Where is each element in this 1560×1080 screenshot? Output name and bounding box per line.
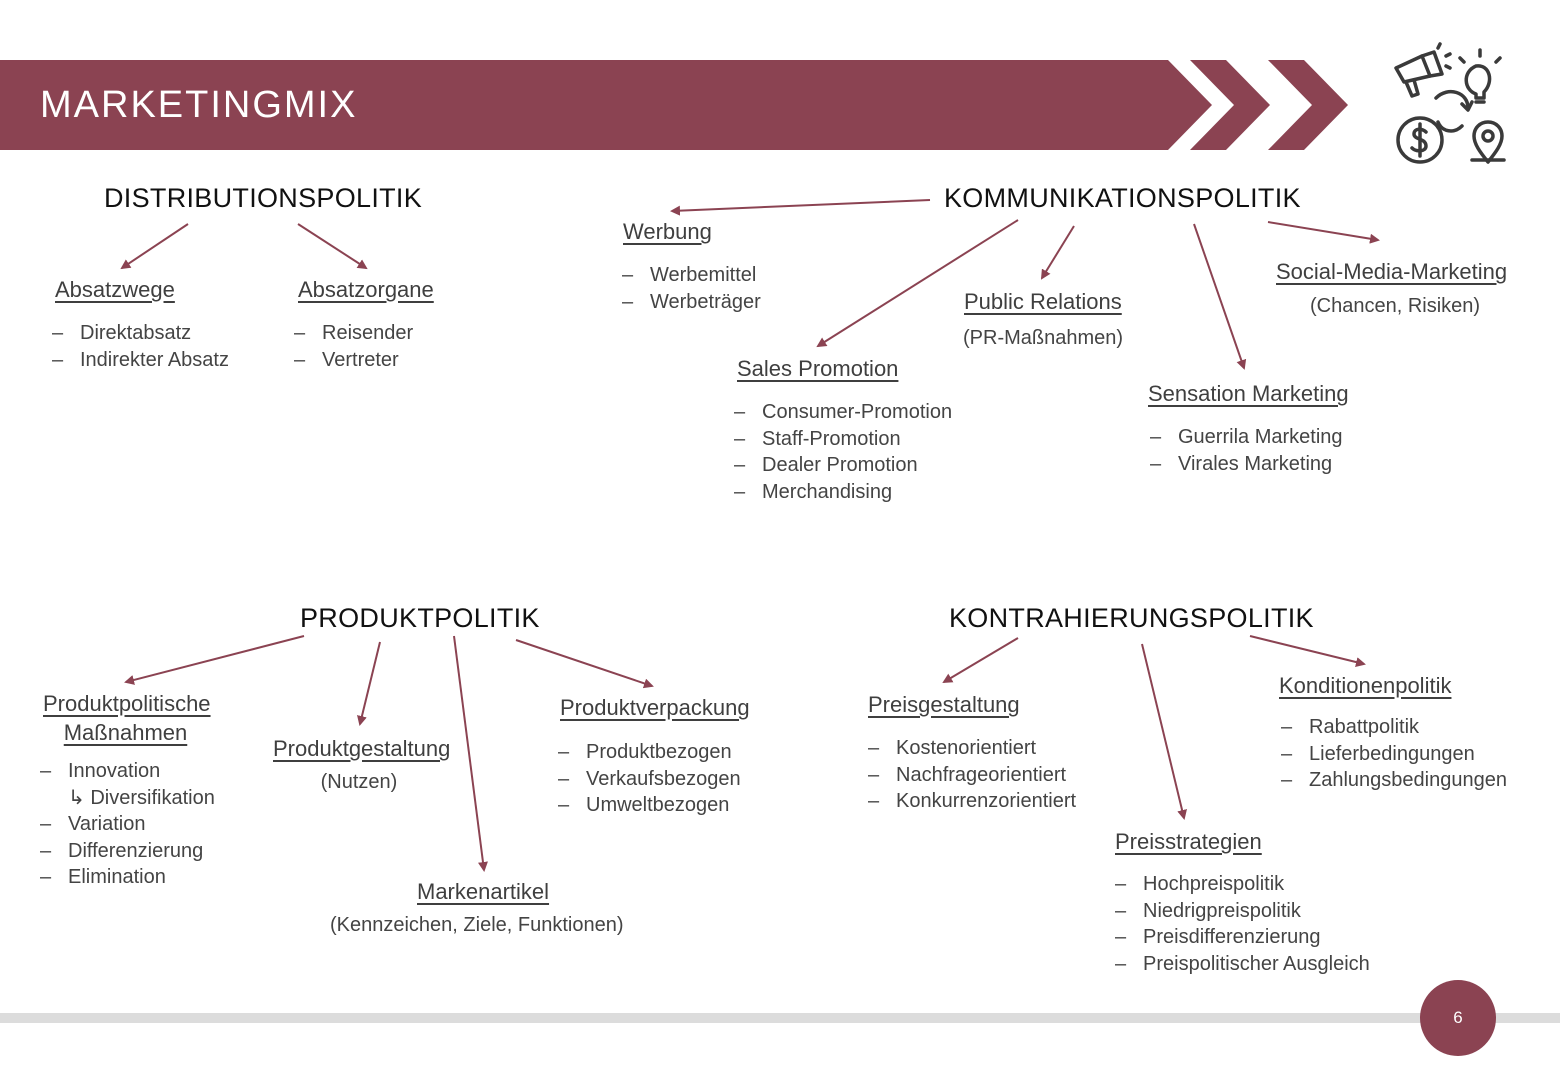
distribution-heading: DISTRIBUTIONSPOLITIK (104, 183, 423, 213)
list-item: –Werbemittel (622, 264, 757, 286)
sales-promotion-list: –Consumer-Promotion –Staff-Promotion –De… (734, 399, 952, 505)
sales-promotion-label: Sales Promotion (737, 356, 899, 381)
public-relations-note: (PR-Maßnahmen) (963, 327, 1124, 349)
list-item: –Differenzierung (40, 839, 204, 862)
arrow-sensation-marketing (1193, 223, 1247, 370)
marketing-mix-icon (1394, 42, 1506, 164)
sensation-marketing-list: –Guerrila Marketing –Virales Marketing (1150, 424, 1343, 477)
preisgestaltung-list: –Kostenorientiert –Nachfrageorientiert –… (868, 735, 1076, 815)
preisgestaltung-label: Preisgestaltung (868, 692, 1020, 717)
verpackung-label: Produktverpackung (560, 695, 750, 720)
arrow-massnahmen (124, 635, 305, 685)
arrow-werbung (670, 199, 931, 216)
list-item: –Vertreter (294, 348, 399, 371)
list-item: –Indirekter Absatz (52, 348, 229, 371)
list-item: –Preisdifferenzierung (1115, 926, 1321, 948)
arrow-social-media (1267, 221, 1380, 244)
list-item: –Rabattpolitik (1281, 716, 1420, 738)
verpackung-list: –Produktbezogen –Verkaufsbezogen –Umwelt… (558, 739, 741, 819)
preisstrategien-label: Preisstrategien (1115, 829, 1262, 854)
page-title: MARKETINGMIX (40, 84, 358, 126)
list-item: –Consumer-Promotion (734, 401, 953, 423)
markenartikel-label: Markenartikel (417, 879, 550, 904)
werbung-label: Werbung (623, 219, 712, 244)
arrow-preisgestaltung (942, 637, 1019, 684)
list-item: –Dealer Promotion (734, 454, 918, 476)
sensation-marketing-label: Sensation Marketing (1148, 381, 1349, 406)
gestaltung-label: Produktgestaltung (273, 736, 451, 761)
arrow-verpackung (515, 639, 654, 689)
list-item: –Preispolitischer Ausgleich (1115, 952, 1370, 975)
arrow-absatzwege (120, 223, 189, 270)
list-item-sub: ↳ Diversifikation (68, 786, 215, 809)
product-heading: PRODUKTPOLITIK (300, 603, 540, 633)
massnahmen-list: –Innovation ↳ Diversifikation –Variation… (40, 758, 215, 891)
list-item: –Virales Marketing (1150, 452, 1333, 475)
banner-shape (0, 60, 1348, 150)
sub-arrow-icon: ↳ (68, 786, 85, 809)
list-item: –Konkurrenzorientiert (868, 790, 1077, 812)
list-item: –Elimination (40, 866, 166, 888)
list-item: –Zahlungsbedingungen (1281, 769, 1507, 791)
arrow-absatzorgane (297, 223, 368, 270)
absatzorgane-label: Absatzorgane (298, 277, 434, 302)
list-item: –Hochpreispolitik (1115, 873, 1285, 895)
gestaltung-note: (Nutzen) (320, 771, 398, 793)
social-media-note: (Chancen, Risiken) (1310, 295, 1481, 317)
list-item: –Staff-Promotion (734, 427, 901, 450)
arrow-konditionen (1249, 635, 1366, 667)
list-item: –Innovation (40, 760, 161, 782)
page-number-badge: 6 (1420, 980, 1496, 1056)
list-item: –Variation (40, 813, 146, 835)
list-item: –Werbeträger (622, 290, 761, 313)
public-relations-label: Public Relations (964, 289, 1122, 314)
arrow-preisstrategien (1141, 643, 1187, 820)
contract-heading: KONTRAHIERUNGSPOLITIK (949, 603, 1314, 633)
absatzwege-list: –Direktabsatz –Indirekter Absatz (52, 320, 229, 373)
list-item: –Lieferbedingungen (1281, 742, 1475, 765)
list-item: –Verkaufsbezogen (558, 767, 741, 790)
list-item: –Direktabsatz (52, 322, 192, 344)
massnahmen-label-line1: Produktpolitische (43, 691, 211, 716)
massnahmen-label-line2: Maßnahmen (63, 720, 188, 745)
header-banner (0, 60, 1370, 150)
list-item: –Kostenorientiert (868, 737, 1037, 759)
arrow-gestaltung (357, 641, 381, 726)
list-item: –Niedrigpreispolitik (1115, 899, 1301, 922)
list-item: –Umweltbezogen (558, 794, 730, 816)
absatzwege-label: Absatzwege (55, 277, 175, 302)
communication-heading: KOMMUNIKATIONSPOLITIK (944, 183, 1301, 213)
preisstrategien-list: –Hochpreispolitik –Niedrigpreispolitik –… (1115, 871, 1370, 977)
arrow-sales-promotion (816, 219, 1019, 348)
list-item: –Reisender (294, 322, 414, 344)
list-item: –Produktbezogen (558, 741, 732, 763)
werbung-list: –Werbemittel –Werbeträger (622, 262, 761, 315)
konditionen-label: Konditionenpolitik (1279, 673, 1452, 698)
absatzorgane-list: –Reisender –Vertreter (294, 320, 413, 373)
list-item: –Merchandising (734, 480, 893, 503)
markenartikel-note: (Kennzeichen, Ziele, Funktionen) (330, 914, 624, 936)
list-item: –Nachfrageorientiert (868, 763, 1067, 786)
list-item: –Guerrila Marketing (1150, 426, 1343, 448)
social-media-label: Social-Media-Marketing (1276, 259, 1508, 284)
arrow-markenartikel (453, 635, 488, 872)
footer-line (0, 1013, 1560, 1023)
konditionen-list: –Rabattpolitik –Lieferbedingungen –Zahlu… (1281, 714, 1507, 794)
arrow-public-relations (1040, 225, 1075, 280)
